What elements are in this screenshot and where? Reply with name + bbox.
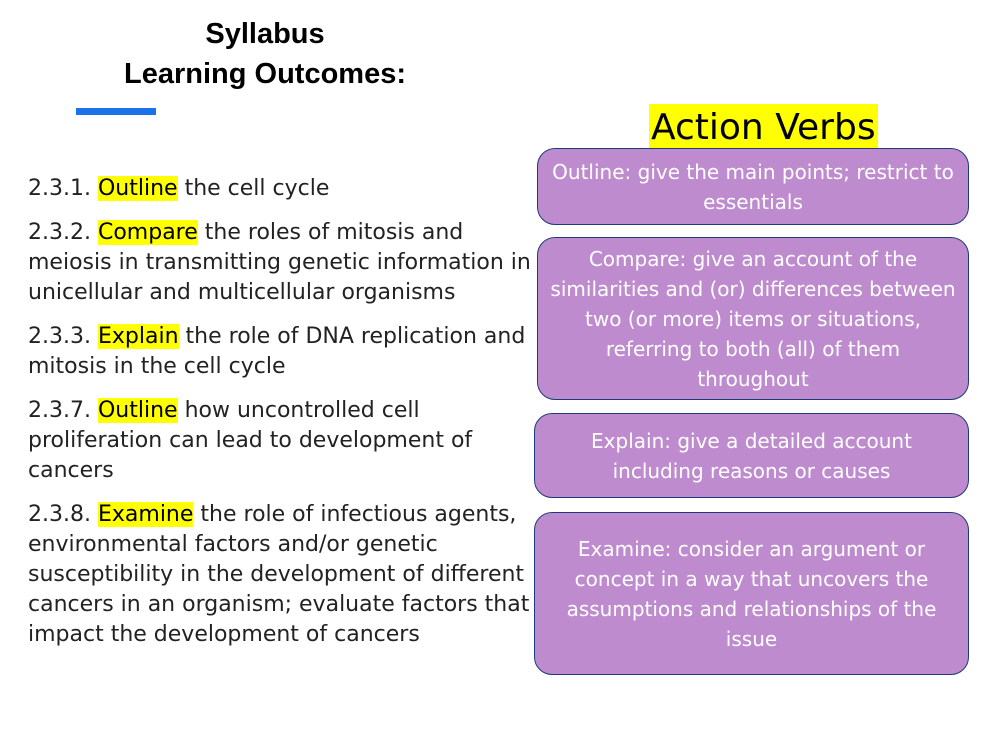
- definition-text: Examine: consider an argument or concept…: [566, 536, 937, 651]
- definition-text: Outline: give the main points; restrict …: [552, 159, 954, 214]
- learning-outcomes-list: 2.3.1. Outline the cell cycle 2.3.2. Com…: [28, 174, 548, 664]
- title-line-2: Learning Outcomes:: [124, 58, 406, 90]
- outcome-item: 2.3.3. Explain the role of DNA replicati…: [28, 322, 548, 382]
- outcome-item: 2.3.7. Outline how uncontrolled cell pro…: [28, 396, 548, 486]
- outcome-verb: Outline: [97, 398, 178, 423]
- outcome-text: the role of infectious agents, environme…: [28, 502, 530, 647]
- outcome-verb: Examine: [97, 502, 194, 527]
- action-verbs-title: Action Verbs: [649, 104, 878, 152]
- outcome-text: the cell cycle: [184, 176, 330, 201]
- title-line-1: Syllabus: [205, 18, 325, 50]
- outcome-text: how uncontrolled cell proliferation can …: [28, 398, 473, 483]
- outcome-code: 2.3.8.: [28, 502, 91, 527]
- definition-text: Explain: give a detailed account includi…: [591, 428, 912, 483]
- outcome-item: 2.3.8. Examine the role of infectious ag…: [28, 500, 548, 650]
- outcome-item: 2.3.1. Outline the cell cycle: [28, 174, 548, 204]
- definition-text: Compare: give an account of the similari…: [550, 246, 956, 391]
- outcome-text: the role of DNA replication and mitosis …: [28, 324, 526, 379]
- outcome-text: the roles of mitosis and meiosis in tran…: [28, 220, 531, 305]
- outcome-item: 2.3.2. Compare the roles of mitosis and …: [28, 218, 548, 308]
- outcome-verb: Explain: [97, 324, 179, 349]
- outcome-verb: Outline: [97, 176, 178, 201]
- outcome-code: 2.3.7.: [28, 398, 91, 423]
- outcome-code: 2.3.3.: [28, 324, 91, 349]
- accent-bar: [76, 108, 156, 115]
- definition-box-examine: Examine: consider an argument or concept…: [534, 512, 969, 675]
- outcome-verb: Compare: [97, 220, 198, 245]
- outcome-code: 2.3.2.: [28, 220, 91, 245]
- slide-title: Syllabus Learning Outcomes:: [60, 14, 470, 94]
- definition-box-explain: Explain: give a detailed account includi…: [534, 413, 969, 498]
- definition-box-compare: Compare: give an account of the similari…: [537, 237, 969, 400]
- outcome-code: 2.3.1.: [28, 176, 91, 201]
- definition-box-outline: Outline: give the main points; restrict …: [537, 148, 969, 225]
